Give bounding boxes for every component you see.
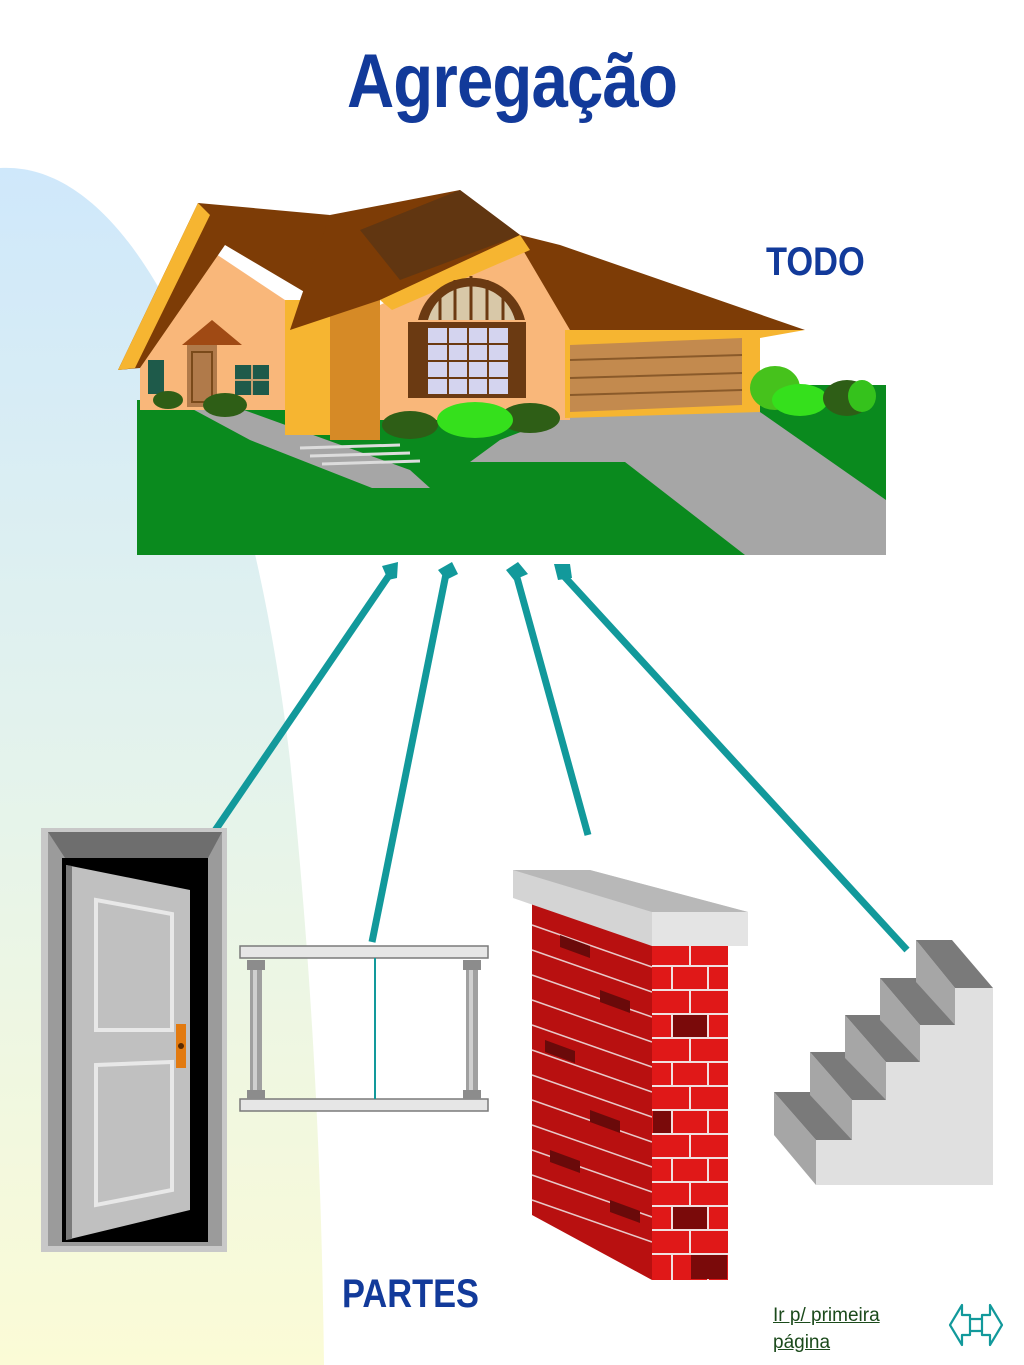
window-illustration: [239, 945, 489, 1112]
brick-wall-illustration: [513, 870, 748, 1280]
whole-label: TODO: [766, 240, 865, 284]
slide-title: Agregação: [346, 39, 678, 124]
connector-window: [368, 573, 450, 943]
connector-stairs: [559, 571, 910, 953]
aggregation-connectors: [209, 562, 910, 953]
door-illustration: [41, 828, 227, 1252]
stairs-illustration: [774, 940, 993, 1185]
connector-door: [209, 572, 393, 837]
house-illustration: [118, 190, 886, 555]
parts-label: PARTES: [342, 1272, 479, 1316]
double-arrow-icon[interactable]: [948, 1297, 1004, 1353]
first-page-link[interactable]: Ir p/ primeira página: [773, 1305, 880, 1353]
connector-wall: [512, 573, 592, 836]
